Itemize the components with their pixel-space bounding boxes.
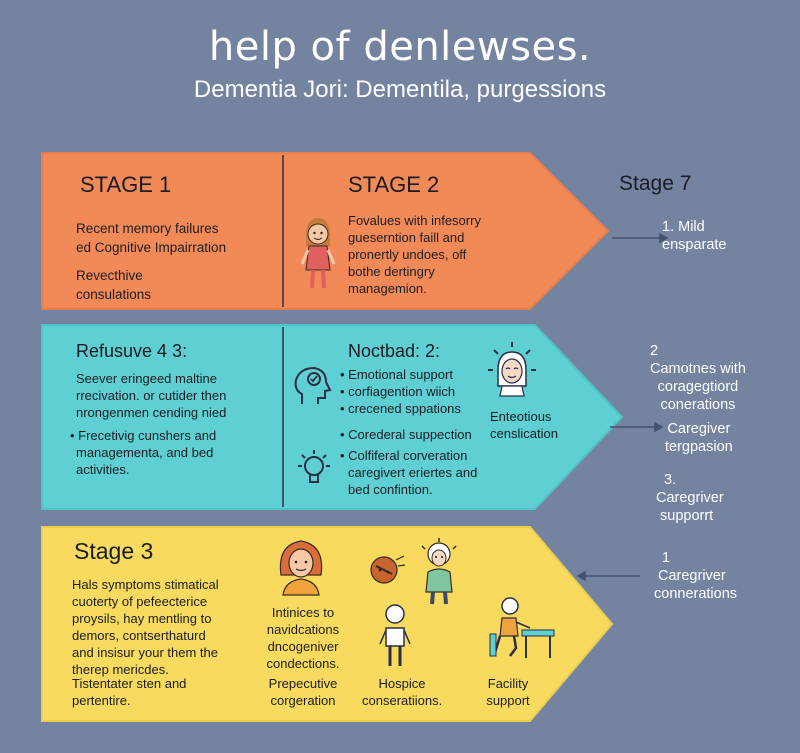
band2-right-bullet5: • Colfiferal corveration caregivert erie…: [340, 447, 477, 498]
text-line: Enteotious: [490, 409, 552, 424]
woman-portrait-icon: [273, 535, 329, 602]
stage3-col4: Facility support: [476, 675, 540, 709]
band2-left-text: Seever eringeed maltine rrecivation. or …: [76, 370, 226, 421]
stage1-text-2: Revecthive consulations: [76, 266, 151, 304]
text-line: managementa, and bed: [76, 445, 214, 460]
text-line: therep mericdes.: [72, 662, 169, 677]
text-line: managemion.: [348, 281, 427, 296]
text-line: Facility: [487, 676, 529, 691]
stage7-heading: Stage 7: [619, 172, 692, 195]
band2-shape: [41, 324, 624, 510]
text-line: ensparate: [662, 237, 727, 253]
text-line: Camotnes with: [650, 361, 746, 377]
band2-side-label: Enteotious censlication: [490, 408, 558, 442]
stage1-heading: STAGE 1: [80, 172, 172, 197]
text-line: condections.: [266, 656, 340, 671]
text-line: connerations: [654, 586, 738, 602]
girl-figure-icon: [298, 214, 338, 299]
text-line: consulations: [76, 287, 152, 302]
band2-left-heading: Refusuve 4 3:: [76, 341, 188, 361]
list-item: • Emotional support: [340, 367, 453, 382]
text-line: Recent memory failures: [76, 221, 219, 236]
text-line: 1: [662, 550, 671, 566]
standing-person-icon: [378, 604, 412, 673]
text-line: navidcations: [266, 622, 340, 637]
text-line: gueserntion faill and: [348, 230, 465, 245]
band2-right-bullets: • Emotional support • corfiagention wiic…: [340, 366, 461, 417]
stage7-text: 1. Mild ensparate: [662, 218, 727, 254]
text-line: rrecivation. or cutider then: [76, 388, 227, 403]
text-line: proysils, hay mentling to: [72, 611, 212, 626]
band2-left-text-2: • Frecetivig cunshers and managementa, a…: [70, 427, 216, 478]
text-line: 1. Mild: [662, 219, 705, 235]
text-line: Hospice: [378, 676, 426, 691]
list-item: • crecened sppations: [340, 401, 461, 416]
band3-side: 1 Caregriver connerations: [654, 549, 737, 603]
text-line: corgeration: [270, 693, 336, 708]
text-line: 3.: [664, 472, 677, 488]
elder-woman-icon: [414, 538, 464, 613]
text-line: Caregriver: [658, 568, 726, 584]
text-line: censlication: [490, 426, 558, 441]
text-line: Fovalues with infesorry: [348, 213, 481, 228]
text-line: coragegtiord: [657, 379, 739, 395]
band2-right-bullet4: • Corederal suppection: [340, 427, 472, 442]
stage3-col3: Hospice conseratiions.: [362, 675, 442, 709]
text-line: supporrt: [660, 508, 714, 524]
text-line: Tistentater sten and: [72, 676, 187, 691]
text-line: Caregiver: [667, 421, 731, 437]
lightbulb-icon: [292, 446, 336, 495]
text-line: dncogeniver: [267, 639, 339, 654]
text-line: support: [486, 693, 530, 708]
text-line: cuoterty of pefeecterice: [72, 594, 208, 609]
text-line: Prepecutive: [268, 676, 338, 691]
text-line: Revecthive: [76, 268, 143, 283]
band2-side-item3: 3. Caregriver supporrt: [656, 471, 724, 525]
stage1-text: Recent memory failures ed Cognitive Impa…: [76, 219, 226, 257]
text-line: Intinices to: [271, 605, 335, 620]
head-profile-icon: [290, 364, 336, 415]
text-line: pronertly undoes, off: [348, 247, 467, 262]
list-item: • corfiagention wiich: [340, 384, 456, 399]
arrow-right-icon: [612, 232, 669, 244]
band2-side-item1: 2 Camotnes with coragegtiord conerations: [650, 342, 746, 414]
stage3-col2b: Prepecutive corgeration: [262, 675, 344, 709]
band2-side-item2: Caregiver tergpasion: [665, 420, 733, 456]
band2-right-heading: Noctbad: 2:: [348, 341, 441, 361]
bandage-face-icon: [366, 552, 406, 593]
stage2-text: Fovalues with infesorry gueserntion fail…: [348, 212, 481, 297]
text-line: caregivert eriertes and: [348, 465, 478, 480]
band3-shape: [41, 526, 614, 722]
text-line: nrongenmen cending nied: [76, 405, 227, 420]
text-line: 2: [650, 343, 659, 359]
text-line: ed Cognitive Impairration: [76, 240, 227, 255]
text-line: demors, contserthaturd: [72, 628, 206, 643]
arrow-right-icon: [610, 421, 664, 433]
text-line: Caregriver: [656, 490, 724, 506]
text-line: Seever eringeed maltine: [76, 371, 217, 386]
stage3-text: Hals symptoms stimatical cuoterty of pef…: [72, 576, 219, 678]
text-line: pertentire.: [72, 693, 131, 708]
stage3-text-2: Tistentater sten and pertentire.: [72, 675, 186, 709]
text-line: tergpasion: [665, 439, 733, 455]
stage2-heading: STAGE 2: [348, 172, 440, 197]
text-line: bothe dertingry: [348, 264, 435, 279]
text-line: Hals symptoms stimatical: [72, 577, 219, 592]
page-subtitle: Dementia Jori: Dementila, purgessions: [193, 76, 607, 103]
page-title: help of denlewses.: [208, 24, 592, 70]
text-line: conerations: [660, 397, 736, 413]
elder-face-icon: [484, 340, 540, 405]
text-line: conseratiions.: [362, 693, 443, 708]
arrow-left-icon: [576, 570, 640, 582]
text-line: and insisur your them the: [72, 645, 218, 660]
stage3-col2: Intinices to navidcations dncogeniver co…: [262, 604, 344, 672]
person-at-desk-icon: [486, 596, 556, 667]
list-item: • Colfiferal corveration: [340, 448, 468, 463]
text-line: bed confintion.: [348, 482, 433, 497]
stage3-heading: Stage 3: [74, 538, 154, 564]
text-line: • Frecetivig cunshers and: [70, 428, 217, 443]
text-line: activities.: [76, 462, 130, 477]
